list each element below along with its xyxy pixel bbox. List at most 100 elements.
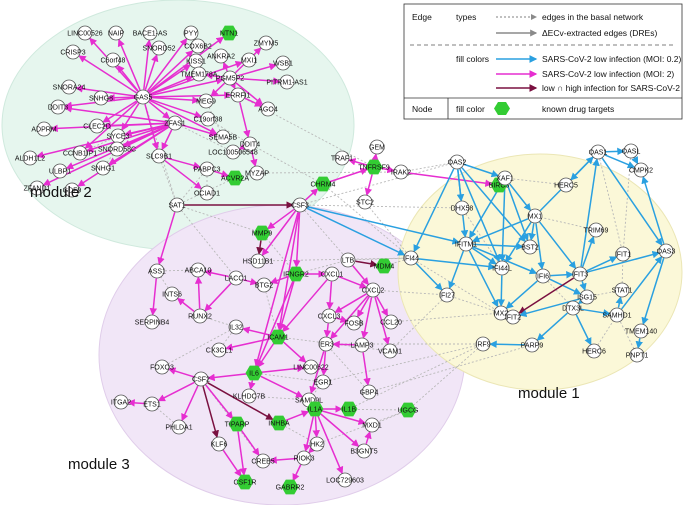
node-dhx58[interactable]: DHX58 [451,200,474,216]
node-slc9b1[interactable]: SLC9B1 [146,148,172,164]
node-snora24[interactable]: SNORA24 [53,79,86,95]
node-pnpt1[interactable]: PNPT1 [626,347,649,363]
node-oas1[interactable]: OAS1 [589,144,608,160]
node-ifit2[interactable]: IFIT2 [505,309,521,325]
node-hsd11b1[interactable]: HSD11B1 [243,253,274,269]
node-meg9[interactable]: MEG9 [196,93,216,109]
node-ifngr2[interactable]: IFNGR2 [283,266,309,282]
node-ints6[interactable]: INTS6 [162,286,182,302]
node-adprm[interactable]: ADPRM [31,121,57,137]
node-aldh1l2[interactable]: ALDH1L2 [15,150,45,166]
node-ifi6[interactable]: IFI6 [535,268,551,284]
node-oas3[interactable]: OAS3 [657,243,676,259]
node-oas2[interactable]: OAS2 [448,154,467,170]
node-wsb1[interactable]: WSB1 [273,55,293,71]
node-ccl20[interactable]: CCL20 [380,314,402,330]
node-herc5[interactable]: HERC5 [554,177,578,193]
node-sat1[interactable]: SAT1 [169,197,186,213]
node-il6[interactable]: IL6 [245,365,263,381]
node-il1a[interactable]: IL1A [306,401,324,417]
node-trim69[interactable]: TRIM69 [584,222,609,238]
node-pyy[interactable]: PYY [183,25,199,41]
node-fosb[interactable]: FOSB [344,315,364,331]
node-egr1[interactable]: EGR1 [313,374,333,390]
node-cxcl2[interactable]: CXCL2 [362,282,385,298]
node-acvr2a[interactable]: ACVR2A [221,170,249,186]
node-parp9[interactable]: PARP9 [521,337,544,353]
node-loc100506548[interactable]: LOC100506548 [208,144,258,160]
node-itga2[interactable]: ITGA2 [111,394,131,410]
node-ddit3[interactable]: DDIT3 [48,99,68,115]
node-ass1[interactable]: ASS1 [148,263,166,279]
node-mdm4[interactable]: MDM4 [374,258,395,274]
node-cmpk2[interactable]: CMPK2 [629,162,653,178]
node-linc00526[interactable]: LINC00526 [67,25,103,41]
node-inhba[interactable]: INHBA [268,415,290,431]
node-irf9[interactable]: IRF9 [475,336,491,352]
node-ltb[interactable]: LTB [340,252,356,268]
node-phlda1[interactable]: PHLDA1 [165,419,193,435]
node-zfand1[interactable]: ZFAND1 [24,180,51,196]
node-ago4[interactable]: AGO4 [258,101,278,117]
node-pitrm1-as1[interactable]: PITRM1-AS1 [266,74,308,90]
node-ier3[interactable]: IER3 [318,336,334,352]
node-c6orf48[interactable]: C6orf48 [101,52,126,68]
node-pgm5p2[interactable]: PGM5P2 [216,70,245,86]
node-gabrr2[interactable]: GABRR2 [276,479,305,495]
node-bst2[interactable]: BST2 [521,239,539,255]
node-btg2[interactable]: BTG2 [255,277,273,293]
node-snhg8[interactable]: SNHG8 [89,90,113,106]
node-serpinb4[interactable]: SERPINB4 [135,314,170,330]
node-creb5[interactable]: CREB5 [251,453,275,469]
node-lamp3[interactable]: LAMP3 [351,337,374,353]
node-ifi27[interactable]: IFI27 [439,287,455,303]
node-ulbp1[interactable]: ULBP1 [49,163,71,179]
node-il32[interactable]: IL32 [228,319,244,335]
node-mxi1[interactable]: MXI1 [241,52,257,68]
node-riok3[interactable]: RIOK3 [293,450,315,466]
node-ugcg[interactable]: UGCG [398,402,419,418]
node-runx2[interactable]: RUNX2 [188,308,212,324]
node-stc2[interactable]: STC2 [356,194,374,210]
node-cxcl3[interactable]: CXCL3 [318,308,341,324]
node-ifi44[interactable]: IFI44 [403,250,419,266]
node-tmem178a[interactable]: TMEM178A [181,66,218,82]
node-clec2d[interactable]: CLEC2D [83,118,111,134]
node-ociad1[interactable]: OCIAD1 [194,185,220,201]
node-ccnb1ip1[interactable]: CCNB1IP1 [63,145,97,161]
node-mx1[interactable]: MX1 [527,208,543,224]
node-gas5[interactable]: GAS5 [134,89,153,105]
node-chrm4[interactable]: CHRM4 [311,176,336,192]
node-abca10[interactable]: ABCA10 [185,262,212,278]
node-lacc1[interactable]: LACC1 [225,270,248,286]
node-ifit1[interactable]: IFIT1 [615,246,631,262]
node-gbp4[interactable]: GBP4 [360,384,379,400]
node-mxd1[interactable]: MXD1 [362,417,382,433]
node-linc00622[interactable]: LINC00622 [293,359,329,375]
node-ets1[interactable]: ETS1 [143,396,161,412]
node-stat1[interactable]: STAT1 [612,282,633,298]
node-myzap[interactable]: MYZAP [245,165,269,181]
node-klf6[interactable]: KLF6 [211,436,228,452]
node-samhd1[interactable]: SAMHD1 [602,307,632,323]
node-gdf9[interactable]: GDF9 [63,182,82,198]
node-ifi44l[interactable]: IFI44L [492,260,512,276]
node-herc6[interactable]: HERC6 [582,343,606,359]
node-oasl[interactable]: OASL [622,143,641,159]
node-sema5b[interactable]: SEMA5B [209,129,238,145]
node-mx2[interactable]: MX2 [493,305,509,321]
node-tnfrsf9[interactable]: TNFRSF9 [358,159,390,175]
node-csf2[interactable]: CSF2 [192,371,210,387]
node-csf1r[interactable]: CSF1R [234,474,257,490]
node-b3gnt5[interactable]: B3GNT5 [350,443,378,459]
node-syce3[interactable]: SYCE3 [107,128,130,144]
node-cx3cl1[interactable]: CX3CL1 [206,342,233,358]
node-mmp9[interactable]: MMP9 [252,225,272,241]
node-xaf1[interactable]: XAF1 [496,170,514,186]
node-tmem140[interactable]: TMEM140 [625,323,657,339]
node-c19orf38[interactable]: C19orf38 [194,111,223,127]
node-dtx3l[interactable]: DTX3L [562,300,584,316]
node-vcam1[interactable]: VCAM1 [378,343,402,359]
node-zmym5[interactable]: ZMYM5 [254,35,279,51]
node-snord58c[interactable]: SNORD58C [98,141,136,157]
